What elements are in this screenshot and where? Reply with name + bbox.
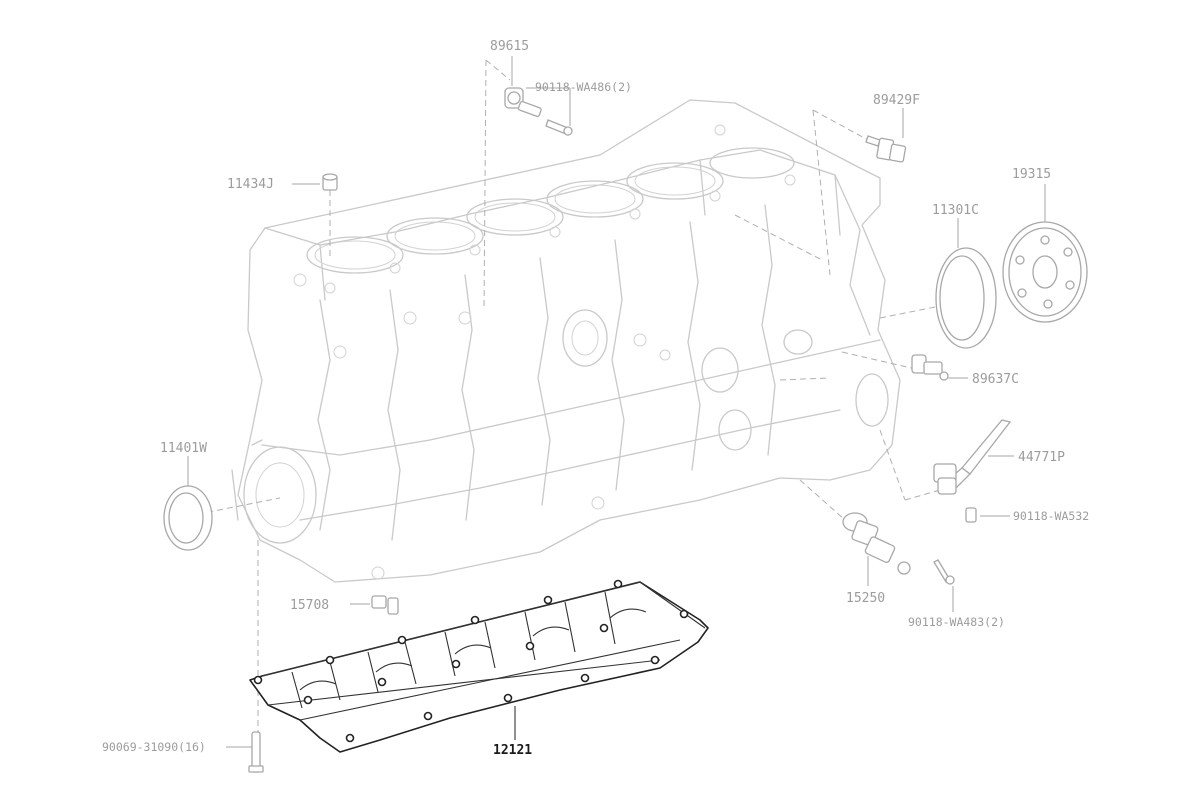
sensor-89429f[interactable] bbox=[865, 135, 907, 163]
label-15708[interactable]: 15708 bbox=[290, 598, 329, 613]
label-89429f[interactable]: 89429F bbox=[873, 93, 920, 108]
label-11401w[interactable]: 11401W bbox=[160, 441, 207, 456]
leader-lines bbox=[187, 56, 1046, 748]
knock-sensor-89615[interactable] bbox=[504, 87, 573, 136]
nozzle-15708[interactable] bbox=[371, 595, 399, 615]
label-44771p[interactable]: 44771P bbox=[1018, 450, 1065, 465]
plug-11434j[interactable] bbox=[322, 173, 338, 191]
crankshaft-bearing-cap-12121[interactable] bbox=[249, 579, 709, 753]
label-19315[interactable]: 19315 bbox=[1012, 167, 1051, 182]
front-oil-seal-11401w[interactable] bbox=[163, 485, 213, 551]
part-labels: 89615 90118-WA486(2) 89429F 11434J 19315… bbox=[102, 39, 1089, 758]
label-90118-wa483[interactable]: 90118-WA483(2) bbox=[908, 615, 1005, 629]
drive-plate-19315[interactable] bbox=[1002, 221, 1088, 323]
bolt-90069-31090[interactable] bbox=[248, 731, 264, 773]
label-90118-wa486[interactable]: 90118-WA486(2) bbox=[535, 80, 632, 94]
label-90118-wa532[interactable]: 90118-WA532 bbox=[1013, 509, 1089, 523]
label-89637c[interactable]: 89637C bbox=[972, 372, 1019, 387]
bolt-90118-wa483[interactable] bbox=[933, 559, 955, 585]
pipe-44771p[interactable] bbox=[933, 419, 1012, 495]
label-15250[interactable]: 15250 bbox=[846, 591, 885, 606]
assembly-lines bbox=[167, 59, 946, 740]
engine-block bbox=[231, 99, 901, 583]
sensor-89637c[interactable] bbox=[911, 354, 949, 381]
label-90069-31090[interactable]: 90069-31090(16) bbox=[102, 740, 206, 754]
rear-oil-seal-11301c[interactable] bbox=[935, 247, 997, 349]
label-89615[interactable]: 89615 bbox=[490, 39, 529, 54]
valve-15250[interactable] bbox=[842, 512, 911, 575]
label-11301c[interactable]: 11301C bbox=[932, 203, 979, 218]
label-12121[interactable]: 12121 bbox=[493, 743, 532, 758]
bolt-90118-wa532[interactable] bbox=[965, 507, 977, 523]
label-11434j[interactable]: 11434J bbox=[227, 177, 274, 192]
